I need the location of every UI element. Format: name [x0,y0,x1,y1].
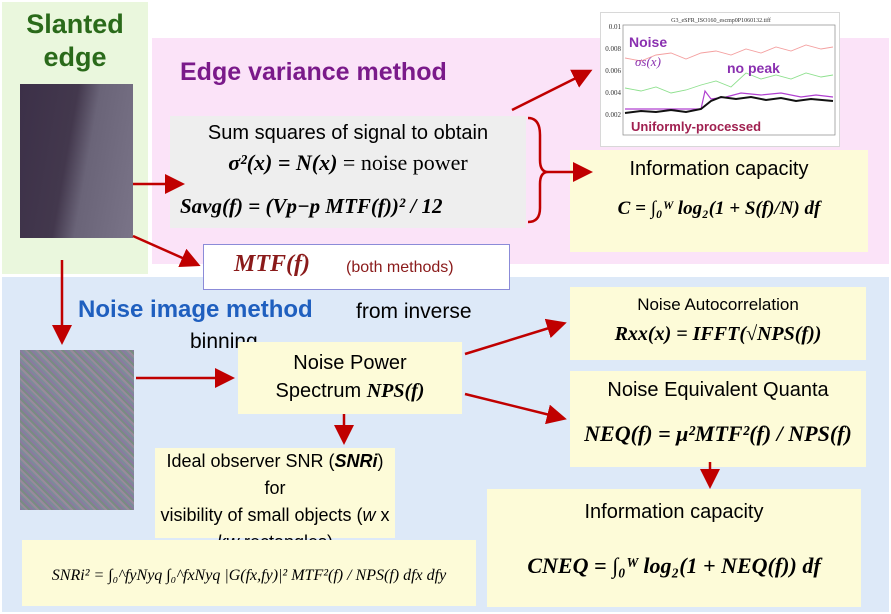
neq-title: Noise Equivalent Quanta [607,379,829,401]
information-capacity-neq-title: Information capacity [584,501,764,523]
arrow-to-noise-plot [511,69,593,112]
slanted-edge-title: Slanted edge [26,9,124,72]
plot-series-green [624,72,834,94]
slanted-edge-image [20,84,133,238]
plot-series-black [624,95,834,114]
noise-image-title: Noise image method [78,296,313,323]
noise-power-equation: σ²(x) = N(x) = noise power [228,150,468,175]
information-capacity-neq-formula: CNEQ = ∫₀ᵂ log₂(1 + NEQ(f)) df [487,535,861,601]
savg-formula: Savg(f) = (Vp−p MTF(f))² / 12 [180,194,443,218]
brace-connector [527,116,549,224]
autocorrelation-formula: Rxx(x) = IFFT(√NPS(f)) [614,323,822,345]
nps-box: Noise Power Spectrum NPS(f) [238,342,462,414]
y-tick: 0.01 [609,23,622,31]
noise-image [20,350,134,510]
noise-plot: G3_eSFR_ISO160_escmp0P1060132.tiff 0.01 … [600,12,840,147]
information-capacity-neq-formula-text: CNEQ = ∫₀ᵂ log₂(1 + NEQ(f)) df [527,553,823,579]
y-tick: 0.008 [605,45,621,53]
autocorrelation-title: Noise Autocorrelation [637,295,799,314]
mtf-box: MTF(f) (both methods) [203,244,510,290]
neq-formula: NEQ(f) = μ²MTF²(f) / NPS(f) [570,409,866,463]
sum-squares-text: Sum squares of signal to obtain [207,122,489,144]
edge-variance-title: Edge variance method [180,58,447,86]
plot-frame [622,24,836,136]
arrow-nps-to-autocorrelation [464,318,567,356]
y-tick: 0.004 [605,89,621,97]
arrow-nps-to-neq [464,392,567,425]
label-uniformly-processed: Uniformly-processed [631,119,761,134]
information-capacity-neq-box: Information capacity CNEQ = ∫₀ᵂ log₂(1 +… [487,489,861,607]
y-tick: 0.002 [605,111,621,119]
neq-formula-text: NEQ(f) = μ²MTF²(f) / NPS(f) [583,421,852,446]
mtf-label: MTF(f) [234,251,310,277]
information-capacity-title: Information capacity [629,158,809,180]
arrow-edge-to-mtf [132,234,201,268]
nps-subtitle: Spectrum NPS(f) [275,380,425,402]
label-no-peak: no peak [727,60,780,76]
neq-box: Noise Equivalent Quanta NEQ(f) = μ²MTF²(… [570,371,866,467]
snri-formula-text: SNRi² = ∫₀^fyNyq ∫₀^fxNyq |G(fx,fy)|² MT… [52,567,447,585]
nps-title: Noise Power [293,352,407,374]
label-sigma: σs(x) [635,54,661,69]
information-capacity-formula: C = ∫₀ᵂ log₂(1 + S(f)/N) df [617,198,821,219]
label-noise: Noise [629,34,667,50]
snri-formula: SNRi² = ∫₀^fyNyq ∫₀^fxNyq |G(fx,fy)|² MT… [22,540,476,606]
y-tick: 0.006 [605,67,621,75]
plot-series-red [624,44,834,62]
information-capacity-box: Information capacity C = ∫₀ᵂ log₂(1 + S(… [570,150,868,252]
plot-title: G3_eSFR_ISO160_escmp0P1060132.tiff [671,17,771,24]
noise-image-subtitle: from inverse [356,300,472,323]
autocorrelation-box: Noise Autocorrelation Rxx(x) = IFFT(√NPS… [570,287,866,360]
sum-squares-box: Sum squares of signal to obtain σ²(x) = … [170,116,526,228]
both-methods-label: (both methods) [346,259,454,276]
